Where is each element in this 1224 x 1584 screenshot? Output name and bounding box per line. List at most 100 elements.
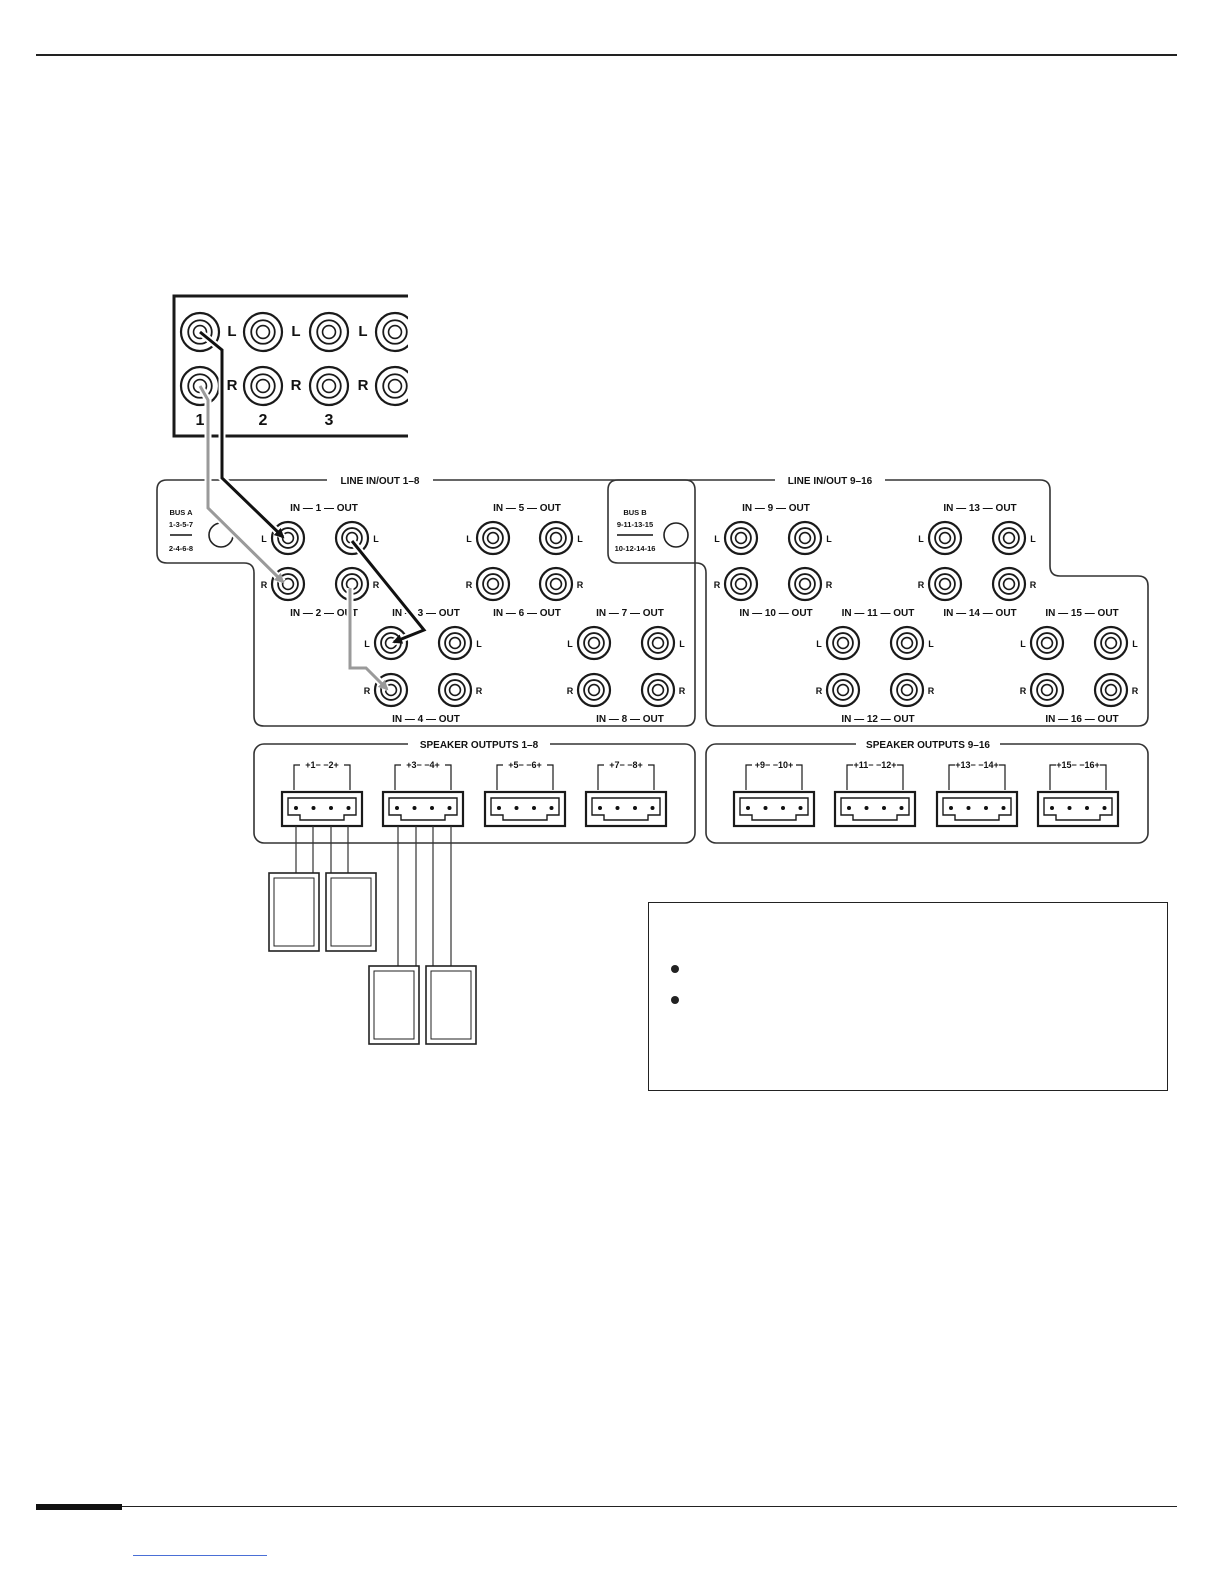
jack-ch3-4-out-l — [437, 625, 473, 661]
side-label-ch15-16-out-l: L — [1132, 639, 1138, 649]
source-jack-6 — [308, 365, 350, 407]
speaker-connector-label-a-2: +3− −4+ — [406, 760, 440, 770]
pair-label-12: IN — 12 — OUT — [841, 714, 914, 725]
pair-label-11: IN — 11 — OUT — [842, 608, 915, 619]
source-label-l2: L — [291, 323, 300, 340]
side-label-ch3-4-in-r: R — [364, 686, 371, 696]
speaker-connector-label-a-3: +5− −6+ — [508, 760, 542, 770]
speaker-connector-label-b-1: +9− −10+ — [755, 760, 794, 770]
bus-a-label: BUS A — [169, 508, 193, 517]
source-label-l1: L — [227, 323, 236, 340]
side-label-ch1-2-out-r: R — [373, 580, 380, 590]
pair-label-15: IN — 15 — OUT — [1045, 608, 1118, 619]
jack-ch13-14-out-r — [991, 566, 1027, 602]
speaker-connector-label-a-4: +7− −8+ — [609, 760, 643, 770]
jack-ch9-10-in-r — [723, 566, 759, 602]
pair-label-7: IN — 7 — OUT — [596, 608, 664, 619]
jack-ch3-4-in-l — [373, 625, 409, 661]
panel-a-title: LINE IN/OUT 1–8 — [341, 476, 420, 487]
source-label-r3: R — [358, 377, 369, 394]
pair-label-6: IN — 6 — OUT — [493, 608, 561, 619]
jack-ch7-8-in-r — [576, 672, 612, 708]
jack-ch11-12-out-r — [889, 672, 925, 708]
speaker-connector-label-b-4: +15− −16+ — [1056, 760, 1100, 770]
speaker-connector-b-2: +11− −12+ — [833, 759, 917, 828]
bus-a-even: 2-4-6-8 — [169, 544, 193, 553]
side-label-ch15-16-in-l: L — [1020, 639, 1026, 649]
source-jack-3 — [308, 311, 350, 353]
side-label-ch3-4-out-r: R — [476, 686, 483, 696]
jack-ch5-6-out-l — [538, 520, 574, 556]
jack-ch15-16-in-l — [1029, 625, 1065, 661]
speaker-outputs-panel-1-8: SPEAKER OUTPUTS 1–8 +1− −2++3− −4++5− −6… — [253, 736, 696, 844]
speaker-connector-a-3: +5− −6+ — [483, 759, 567, 828]
jack-ch9-10-out-l — [787, 520, 823, 556]
pair-label-10: IN — 10 — OUT — [739, 608, 812, 619]
side-label-ch5-6-in-l: L — [466, 534, 472, 544]
pair-label-16: IN — 16 — OUT — [1045, 714, 1118, 725]
jack-ch1-2-out-l — [334, 520, 370, 556]
side-label-ch7-8-in-r: R — [567, 686, 574, 696]
jack-ch5-6-out-r — [538, 566, 574, 602]
side-label-ch9-10-out-l: L — [826, 534, 832, 544]
pair-label-5: IN — 5 — OUT — [493, 503, 561, 514]
footer-tab — [36, 1504, 122, 1510]
cable-loop-gray — [346, 588, 390, 692]
footer-link-underline[interactable] — [133, 1555, 267, 1556]
side-label-ch11-12-in-l: L — [816, 639, 822, 649]
speaker-connector-a-2: +3− −4+ — [381, 759, 465, 828]
jack-ch13-14-in-r — [927, 566, 963, 602]
side-label-ch9-10-out-r: R — [826, 580, 833, 590]
jack-ch11-12-out-l — [889, 625, 925, 661]
source-jacks-partial — [374, 311, 408, 407]
jack-ch11-12-in-l — [825, 625, 861, 661]
speaker-wiring — [295, 826, 452, 968]
source-label-r1: R — [227, 377, 238, 394]
header-rule — [36, 54, 1177, 56]
source-device-panel: L L L R R R 1 2 3 — [172, 294, 408, 438]
speaker-4 — [425, 965, 477, 1045]
jack-ch13-14-out-l — [991, 520, 1027, 556]
pair-label-8: IN — 8 — OUT — [596, 714, 664, 725]
side-label-ch11-12-out-r: R — [928, 686, 935, 696]
jack-ch5-6-in-r — [475, 566, 511, 602]
side-label-ch13-14-out-l: L — [1030, 534, 1036, 544]
jack-ch9-10-in-l — [723, 520, 759, 556]
pair-label-4: IN — 4 — OUT — [392, 714, 460, 725]
jack-ch15-16-out-l — [1093, 625, 1129, 661]
cable-left-black — [197, 329, 286, 540]
speaker-connector-b-1: +9− −10+ — [732, 759, 816, 828]
bus-b-jack — [663, 522, 689, 548]
line-inout-panel-9-16: LINE IN/OUT 9–16 BUS B 9-11-13-15 10-12-… — [607, 472, 1149, 727]
side-label-ch15-16-in-r: R — [1020, 686, 1027, 696]
speaker-outputs-panel-9-16: SPEAKER OUTPUTS 9–16 +9− −10++11− −12++1… — [705, 736, 1149, 844]
cable-right-gray — [196, 384, 286, 585]
line-inout-panel-1-8: LINE IN/OUT 1–8 BUS A 1-3-5-7 2-4-6-8 IN… — [156, 472, 696, 727]
jack-ch3-4-out-r — [437, 672, 473, 708]
jack-ch13-14-in-l — [927, 520, 963, 556]
pair-label-3: IN — 3 — OUT — [392, 608, 460, 619]
cable-loop-black — [349, 538, 430, 646]
note-box — [648, 902, 1168, 1091]
side-label-ch7-8-out-l: L — [679, 639, 685, 649]
speaker-3 — [368, 965, 420, 1045]
footer-rule — [36, 1506, 1177, 1507]
speaker-connector-b-4: +15− −16+ — [1036, 759, 1120, 828]
pair-label-2: IN — 2 — OUT — [290, 608, 358, 619]
source-label-r2: R — [291, 377, 302, 394]
source-channel-2: 2 — [259, 412, 268, 429]
speaker-2 — [325, 872, 377, 952]
note-bullet-2 — [671, 996, 679, 1004]
side-label-ch13-14-out-r: R — [1030, 580, 1037, 590]
pair-label-1: IN — 1 — OUT — [290, 503, 358, 514]
speaker-1 — [268, 872, 320, 952]
bus-b-label: BUS B — [623, 508, 647, 517]
side-label-ch3-4-in-l: L — [364, 639, 370, 649]
side-label-ch5-6-out-l: L — [577, 534, 583, 544]
side-label-ch11-12-in-r: R — [816, 686, 823, 696]
source-jack-partial-r — [374, 365, 408, 407]
panel-b-title: LINE IN/OUT 9–16 — [788, 476, 873, 487]
jack-ch7-8-out-l — [640, 625, 676, 661]
speaker-connector-a-4: +7− −8+ — [584, 759, 668, 828]
